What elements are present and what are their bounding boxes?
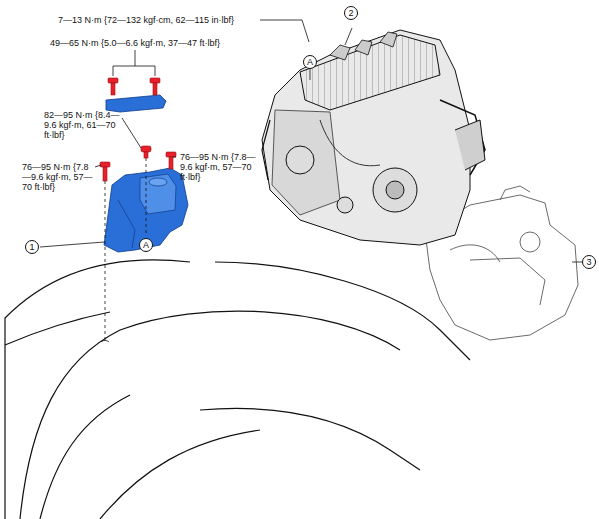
torque-spec: 82—95 N·m {8.4—9.6 kgf·m, 61—70 ft·lbf}: [44, 110, 122, 140]
engine: [262, 30, 485, 245]
hole-mark: [101, 341, 109, 343]
callout-number: 3: [582, 255, 596, 269]
engine-mount: [104, 168, 188, 252]
reference-mark: A: [303, 55, 317, 69]
car-body: [5, 260, 470, 519]
torque-spec: 49—65 N·m {5.0—6.6 kgf·m, 37—47 ft·lbf}: [50, 38, 220, 48]
mount-bracket: [106, 95, 166, 112]
torque-spec: 76—95 N·m {7.8—9.6 kgf·m, 57—70 ft·lbf}: [22, 162, 94, 192]
reference-mark: A: [139, 238, 153, 252]
callout-number: 1: [25, 240, 39, 254]
torque-spec: 7—13 N·m {72—132 kgf·cm, 62—115 in·lbf}: [58, 15, 234, 25]
callout-number: 2: [344, 6, 358, 20]
leader-line: [40, 20, 583, 262]
torque-spec: 76—95 N·m {7.8—9.6 kgf·m, 57—70 ft·lbf}: [180, 152, 258, 182]
